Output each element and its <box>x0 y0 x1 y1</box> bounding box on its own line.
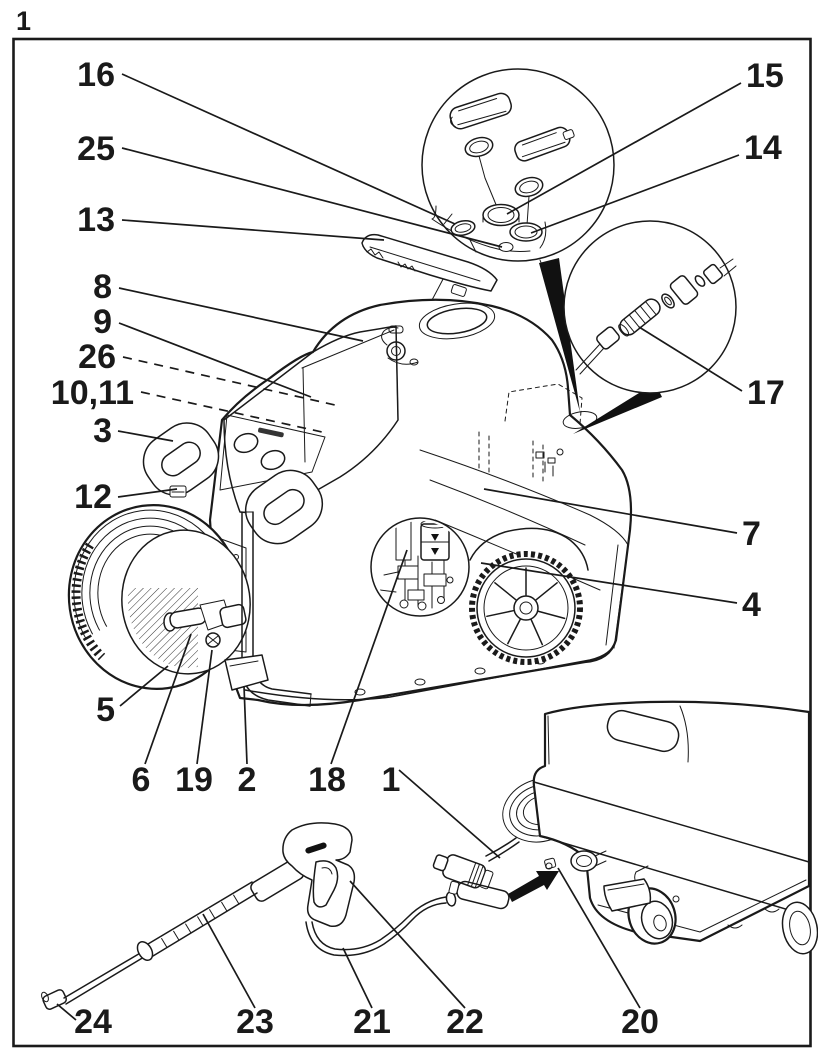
leader-line-9 <box>118 322 312 398</box>
leader-line-17 <box>638 326 743 392</box>
callout-1: 1 <box>382 761 401 799</box>
leader-line-16 <box>121 73 456 225</box>
callout-7: 7 <box>742 515 761 553</box>
callout-12: 12 <box>74 478 112 516</box>
high-pressure-hose <box>305 880 510 957</box>
cap-lid-b <box>514 126 575 162</box>
callout-9: 9 <box>93 303 112 341</box>
callout-16: 16 <box>77 56 115 94</box>
filler-neck-deck <box>431 203 547 253</box>
callout-24: 24 <box>74 1003 112 1041</box>
leader-line-13 <box>121 219 385 241</box>
filter-nipple <box>702 263 724 285</box>
diagram-frame <box>12 37 812 1048</box>
leader-line-3 <box>117 430 174 442</box>
magnifier-pointer-wedge-right <box>573 383 662 434</box>
filter-o-ring <box>661 293 675 309</box>
gun-trigger <box>312 860 339 908</box>
leader-line-4 <box>480 562 738 604</box>
leader-line-19 <box>196 649 213 765</box>
leader-line-21 <box>342 947 373 1009</box>
callout-5: 5 <box>96 691 115 729</box>
leader-line-6 <box>144 633 192 765</box>
callout-23: 23 <box>236 1003 274 1041</box>
pump-detail-cutaway <box>370 517 470 617</box>
hose-coupling <box>448 880 510 910</box>
callout-3: 3 <box>93 412 112 450</box>
carry-handle-left <box>142 422 220 496</box>
leader-line-7 <box>483 488 738 534</box>
callout-22: 22 <box>446 1003 484 1041</box>
leader-line-1 <box>398 769 501 859</box>
filter-union-nut <box>669 275 699 305</box>
panel-dial-left <box>233 432 259 454</box>
leader-line-26 <box>122 356 336 406</box>
spray-gun <box>282 822 356 928</box>
callout-14: 14 <box>744 129 782 167</box>
filter-cap <box>596 326 620 350</box>
leader-line-18 <box>330 549 408 765</box>
rear-handle-cutout <box>606 709 680 753</box>
reel-crank <box>163 599 247 648</box>
nozzle-tip <box>42 989 68 1010</box>
callout-13: 13 <box>77 201 115 239</box>
callout-26: 26 <box>78 338 116 376</box>
cover-rail <box>361 233 498 297</box>
callout-19: 19 <box>175 761 213 799</box>
lance-rod <box>63 951 145 1005</box>
rear-machine-view <box>432 700 818 955</box>
callout-4: 4 <box>742 586 761 624</box>
insert-arrow <box>508 871 559 902</box>
water-inlet-fitting <box>544 850 607 872</box>
power-plug <box>432 854 494 890</box>
callout-6: 6 <box>132 761 151 799</box>
leader-line-5 <box>119 665 169 707</box>
callout-15: 15 <box>746 57 784 95</box>
leader-line-15 <box>506 82 742 215</box>
callout-25: 25 <box>77 130 115 168</box>
filter-cartridge <box>618 298 661 337</box>
callout-2: 2 <box>238 761 257 799</box>
leader-line-8 <box>118 287 364 342</box>
hose-reel-assembly <box>67 504 312 707</box>
control-panel <box>219 414 326 498</box>
detail-inset-caps <box>421 68 615 262</box>
detail-inset-filter <box>563 220 737 394</box>
callout-8: 8 <box>93 268 112 306</box>
rear-step <box>603 878 652 912</box>
figure-number: 1 <box>16 6 31 36</box>
callout-18: 18 <box>308 761 346 799</box>
transport-wheel <box>469 551 583 665</box>
power-cord <box>485 837 520 862</box>
hidden-connection-area <box>478 383 598 482</box>
cap-lid-a <box>449 92 512 130</box>
magnifier-pointer-wedge-top <box>539 258 580 412</box>
spray-lance-assembly <box>41 822 510 1010</box>
callout-21: 21 <box>353 1003 391 1041</box>
leader-line-12 <box>117 488 178 498</box>
lance-tube <box>147 881 258 957</box>
callout-20: 20 <box>621 1003 659 1041</box>
filter-washer <box>694 275 706 287</box>
leader-line-22 <box>349 880 466 1009</box>
foot-pedal <box>224 654 269 691</box>
leader-line-25 <box>121 147 503 248</box>
panel-dial-right <box>260 449 286 471</box>
callout-10-11: 10,11 <box>51 374 134 412</box>
leader-line-23 <box>202 913 256 1009</box>
leader-line-14 <box>530 154 740 234</box>
callout-17: 17 <box>747 374 785 412</box>
leader-line-2 <box>243 685 248 765</box>
leader-line-24 <box>56 1003 77 1021</box>
leader-line-20 <box>557 867 641 1009</box>
